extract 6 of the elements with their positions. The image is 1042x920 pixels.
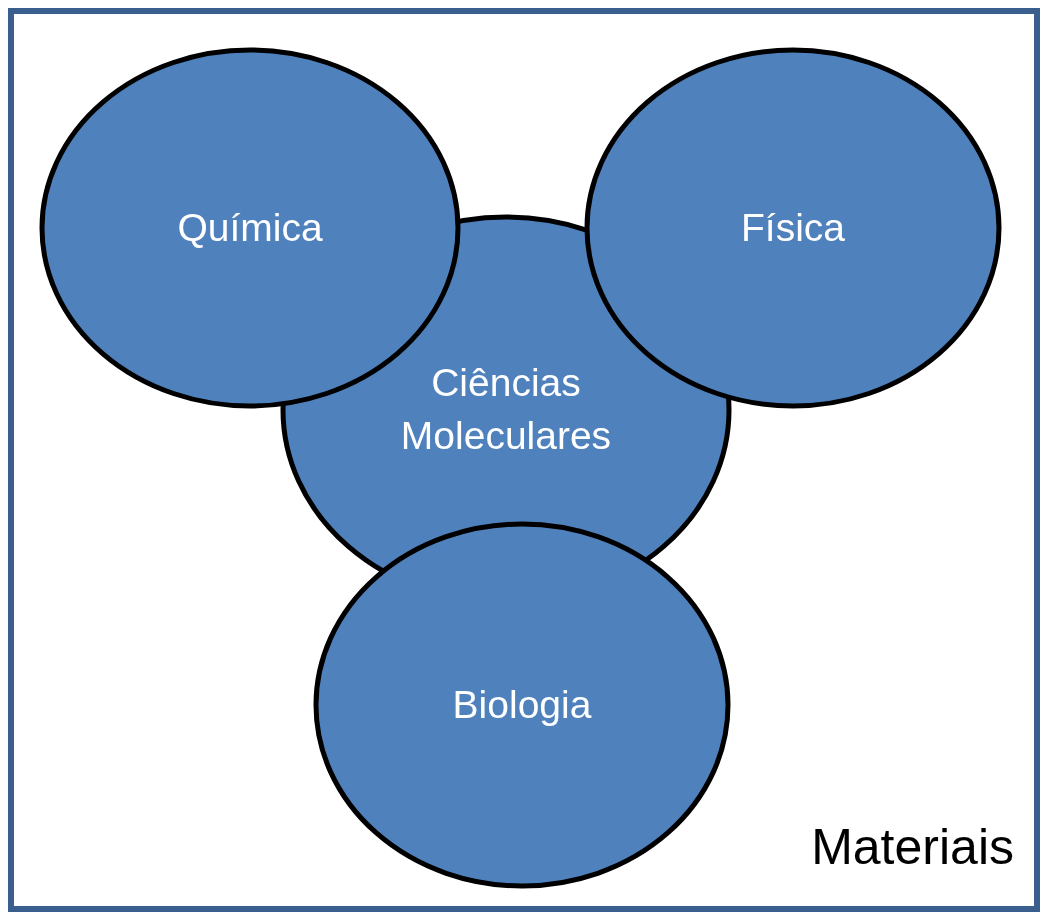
node-label: Ciências Moleculares xyxy=(399,360,613,459)
frame-border xyxy=(8,8,1040,912)
node-label: Química xyxy=(176,204,324,251)
node-label: Física xyxy=(740,204,846,251)
node-label: Biologia xyxy=(451,681,593,728)
region-title: Materiais xyxy=(811,818,1014,876)
